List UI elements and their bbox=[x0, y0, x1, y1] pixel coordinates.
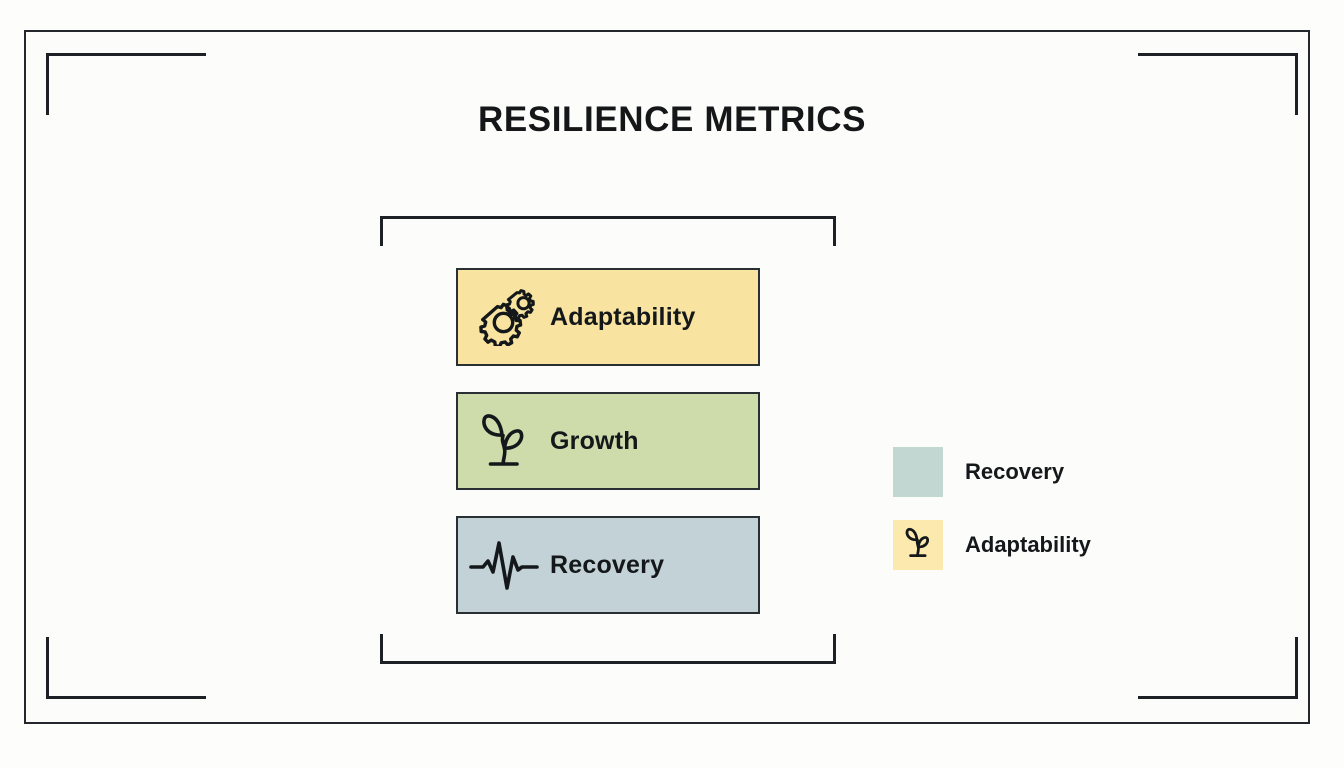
metric-bar-recovery[interactable]: Recovery bbox=[456, 516, 760, 614]
corner-bracket-top-left bbox=[46, 53, 206, 115]
inner-frame-bottom-bracket bbox=[380, 634, 836, 664]
sprout-icon bbox=[458, 392, 550, 490]
legend-label: Adaptability bbox=[965, 532, 1091, 557]
legend-item-adaptability[interactable]: Adaptability bbox=[893, 520, 1091, 570]
metric-bar-growth[interactable]: Growth bbox=[456, 392, 760, 490]
metric-label: Growth bbox=[550, 426, 639, 455]
legend-swatch bbox=[893, 447, 943, 497]
sprout-icon bbox=[902, 526, 934, 565]
metric-bar-adaptability[interactable]: Adaptability bbox=[456, 268, 760, 366]
corner-bracket-top-right bbox=[1138, 53, 1298, 115]
metric-label: Recovery bbox=[550, 550, 665, 579]
corner-bracket-bottom-right bbox=[1138, 637, 1298, 699]
pulse-icon bbox=[458, 516, 550, 614]
page-title: RESILIENCE METRICS bbox=[477, 100, 867, 139]
metric-label: Adaptability bbox=[550, 302, 696, 331]
corner-bracket-bottom-left bbox=[46, 637, 206, 699]
legend: Recovery Adaptability bbox=[893, 447, 1091, 593]
gears-icon bbox=[458, 268, 550, 366]
legend-label: Recovery bbox=[965, 459, 1065, 484]
inner-frame-top-bracket bbox=[380, 216, 836, 246]
legend-swatch bbox=[893, 520, 943, 570]
legend-item-recovery[interactable]: Recovery bbox=[893, 447, 1091, 497]
